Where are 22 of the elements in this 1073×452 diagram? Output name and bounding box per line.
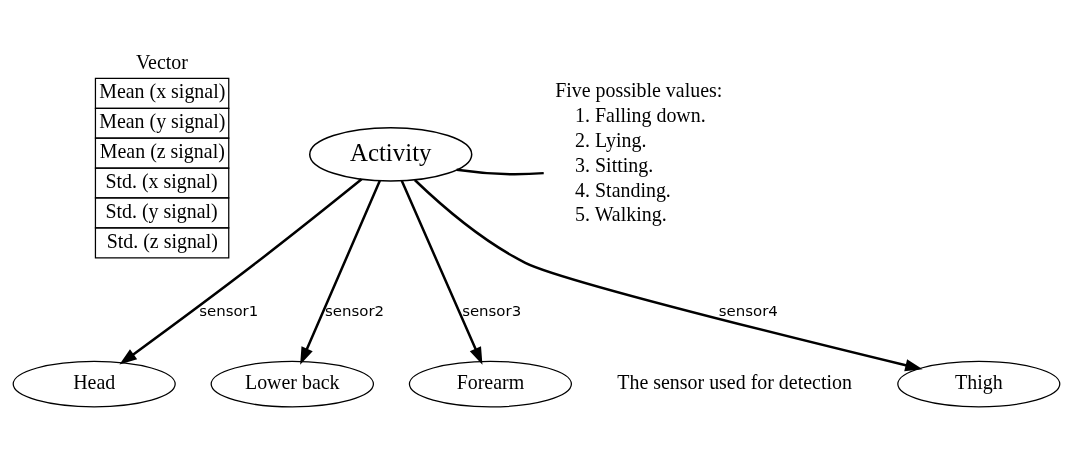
label: Vector (135, 50, 188, 73)
arrow (119, 177, 363, 365)
edge-label: sensor2 (325, 301, 385, 320)
edge-label: sensor3 (462, 301, 522, 320)
edge-label: sensor4 (718, 301, 778, 320)
arrow (300, 179, 381, 365)
label: Mean (x signal) (99, 79, 226, 102)
edge-label: sensor1 (199, 301, 259, 320)
label: Mean (z signal) (99, 139, 225, 162)
label: Std. (x signal) (105, 169, 218, 192)
node-ellipse: Head (12, 360, 176, 407)
label: The sensor used for detection (617, 370, 852, 393)
label: Std. (z signal) (106, 229, 218, 252)
node-ellipse: Forearm (408, 360, 572, 407)
arrow (413, 178, 923, 371)
label: Std. (y signal) (105, 199, 218, 222)
node-ellipse: Lower back (210, 360, 375, 407)
node-ellipse: Activity (309, 126, 473, 182)
label: Mean (y signal) (99, 109, 226, 132)
arrow (400, 179, 483, 365)
node-text: Five possible values: 1. Falling down. 2. Lying. 3. Sitting. 4. Standing. 5. Walking. (555, 78, 723, 225)
connector (456, 168, 544, 175)
